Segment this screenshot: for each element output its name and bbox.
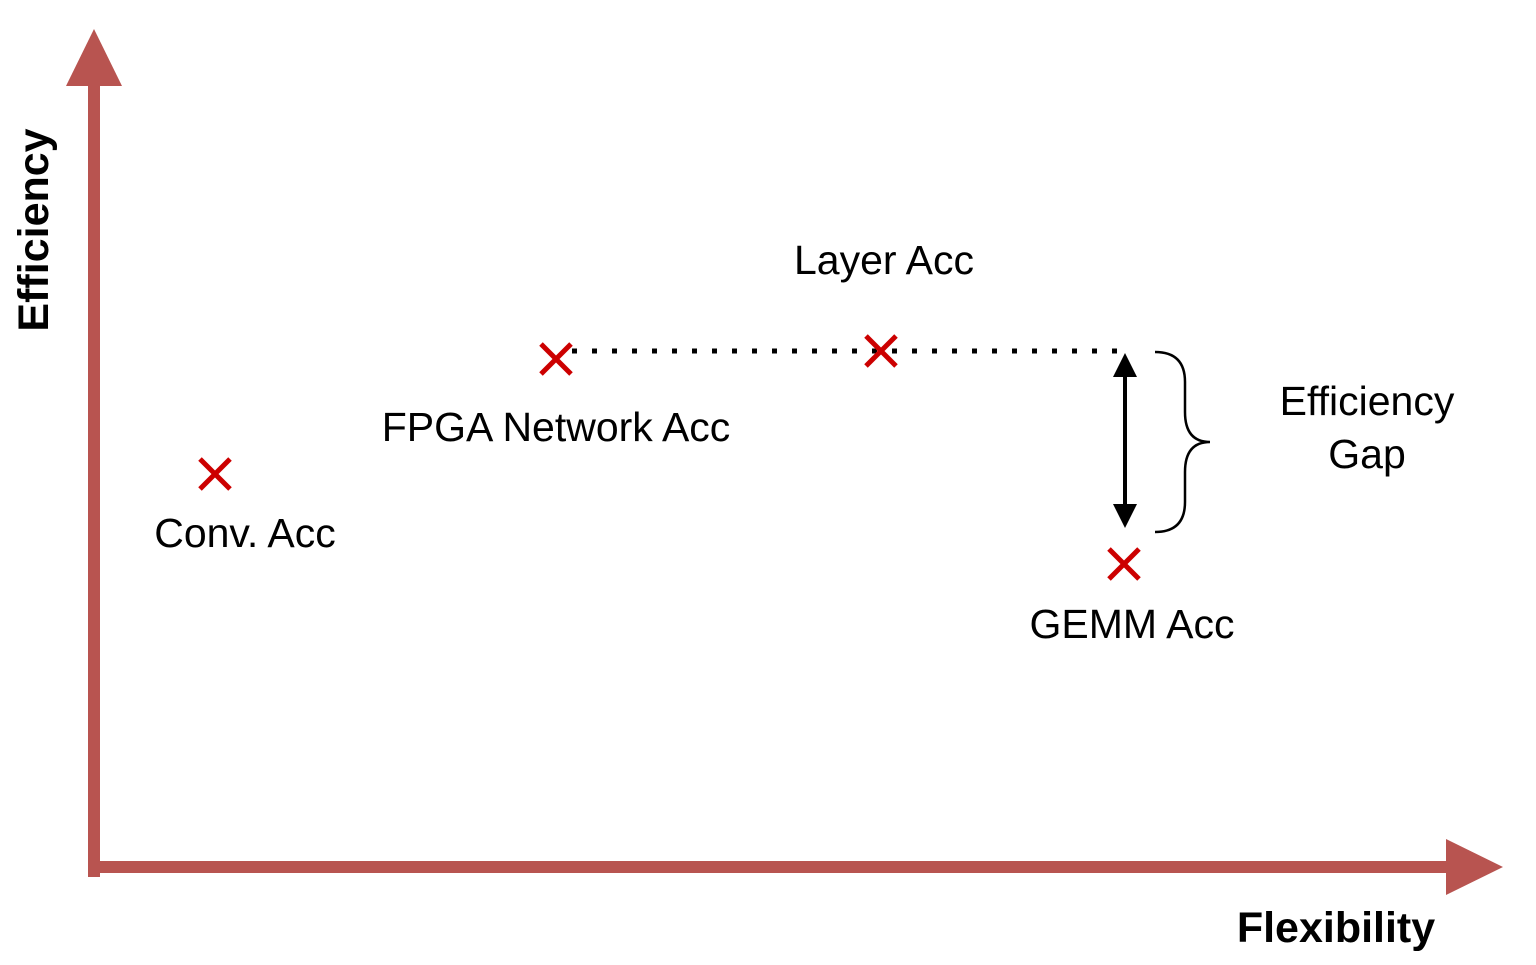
layer-acc-marker — [864, 334, 898, 368]
efficiency-gap-label-line1: Efficiency — [1280, 378, 1455, 424]
gemm-acc-label: GEMM Acc — [1029, 601, 1234, 647]
x-axis-title: Flexibility — [1237, 904, 1435, 952]
layer-acc-label: Layer Acc — [794, 237, 974, 283]
y-axis-title: Efficiency — [10, 128, 58, 331]
gemm-acc-marker — [1107, 547, 1141, 581]
conv-acc-marker — [198, 457, 232, 491]
y-axis — [66, 29, 122, 877]
fpga-network-acc-label: FPGA Network Acc — [382, 404, 731, 450]
conv-acc-label: Conv. Acc — [154, 510, 336, 556]
x-axis-arrowhead — [1446, 839, 1503, 895]
gap-brace — [1154, 350, 1211, 534]
y-axis-arrowhead — [66, 29, 122, 86]
fpga-network-acc-marker — [539, 342, 573, 376]
x-axis — [88, 839, 1503, 895]
efficiency-gap-label-line2: Gap — [1328, 431, 1406, 477]
